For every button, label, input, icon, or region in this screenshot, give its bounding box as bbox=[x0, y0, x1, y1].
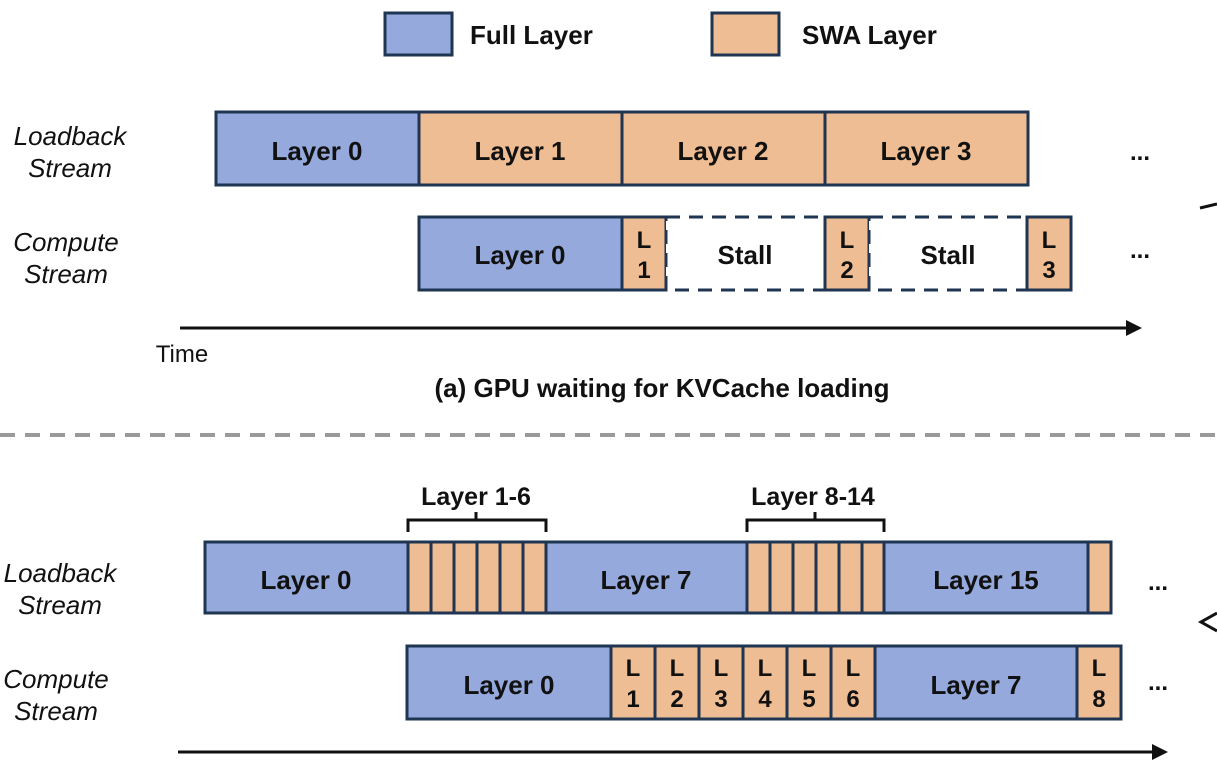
b-compute-layer7-block bbox=[873, 644, 1079, 721]
a-stall-1-label: Stall bbox=[718, 240, 773, 270]
b-load-layer15-label: Layer 15 bbox=[933, 565, 1039, 595]
b-swa-strip-3 bbox=[452, 540, 479, 615]
b-compute-l2-top: L bbox=[670, 655, 685, 682]
a-load-layer3-label: Layer 3 bbox=[880, 136, 971, 166]
b-brace-2-label: Layer 8-14 bbox=[751, 483, 875, 511]
b-compute-l5-bottom: 5 bbox=[802, 686, 815, 713]
a-loadback-label-1: Loadback bbox=[14, 121, 129, 151]
a-compute-l3-bottom: 3 bbox=[1042, 257, 1055, 284]
b-compute-l6-top: L bbox=[846, 655, 861, 682]
b-compute-label-2: Stream bbox=[14, 696, 98, 726]
b-compute-layer0-block bbox=[405, 644, 613, 721]
b-compute-l1-top: L bbox=[626, 655, 641, 682]
panel-a: Loadback Stream Compute Stream Layer 0 L… bbox=[13, 110, 1217, 403]
b-compute-l3-block bbox=[697, 644, 745, 721]
a-time-arrowhead bbox=[1126, 320, 1142, 336]
a-compute-layer0-block bbox=[417, 215, 624, 292]
a-time-label: Time bbox=[156, 341, 208, 368]
a-edge-mark bbox=[1199, 202, 1217, 210]
a-compute-l2-bottom: 2 bbox=[840, 257, 853, 284]
b-load-ellipsis: ... bbox=[1148, 569, 1168, 596]
b-load-layer7-block bbox=[544, 540, 749, 615]
b-swa-strip-tail bbox=[1086, 540, 1113, 615]
b-compute-l1-block bbox=[609, 644, 657, 721]
b-compute-l1-bottom: 1 bbox=[626, 686, 639, 713]
a-compute-l1-bottom: 1 bbox=[637, 257, 650, 284]
b-swa-strip-1 bbox=[406, 540, 433, 615]
b-time-arrowhead bbox=[1152, 744, 1168, 760]
b-compute-ellipsis: ... bbox=[1148, 669, 1168, 696]
b-swa-strip-6 bbox=[521, 540, 548, 615]
b-compute-label-1: Compute bbox=[3, 664, 109, 694]
b-compute-layer7-label: Layer 7 bbox=[930, 670, 1021, 700]
a-compute-label-1: Compute bbox=[13, 227, 119, 257]
b-compute-l2-block bbox=[653, 644, 701, 721]
b-load-layer7-label: Layer 7 bbox=[600, 565, 691, 595]
b-brace-1 bbox=[406, 512, 548, 532]
b-compute-l8-top: L bbox=[1092, 655, 1107, 682]
a-load-layer1-block bbox=[417, 110, 624, 187]
b-brace-2 bbox=[745, 512, 886, 532]
b-loadback-label-1: Loadback bbox=[4, 558, 119, 588]
b-compute-l2-bottom: 2 bbox=[670, 686, 683, 713]
b-compute-l5-top: L bbox=[802, 655, 817, 682]
b-compute-l8-block bbox=[1075, 644, 1123, 721]
panel-b: Loadback Stream Compute Stream Layer 1-6… bbox=[3, 483, 1217, 760]
legend-full-swatch bbox=[383, 11, 454, 57]
b-compute-layer0-label: Layer 0 bbox=[463, 670, 554, 700]
b-swa-strip-4 bbox=[475, 540, 502, 615]
b-compute-l6-bottom: 6 bbox=[846, 686, 859, 713]
a-compute-l2-block bbox=[823, 215, 871, 292]
a-compute-l1-top: L bbox=[637, 227, 652, 254]
b-compute-l3-bottom: 3 bbox=[714, 686, 727, 713]
b-edge-arrow bbox=[1197, 611, 1217, 633]
b-compute-l4-top: L bbox=[758, 655, 773, 682]
b-swa-strip-12 bbox=[837, 540, 864, 615]
a-load-layer2-block bbox=[620, 110, 827, 187]
a-compute-l3-top: L bbox=[1042, 227, 1057, 254]
a-stall-2-label: Stall bbox=[921, 240, 976, 270]
b-swa-strip-10 bbox=[791, 540, 818, 615]
b-load-layer0-label: Layer 0 bbox=[260, 565, 351, 595]
b-brace-1-label: Layer 1-6 bbox=[421, 483, 531, 511]
legend-swa-swatch bbox=[710, 11, 781, 57]
a-compute-layer0-label: Layer 0 bbox=[474, 240, 565, 270]
a-stall-1-block bbox=[664, 215, 827, 292]
b-compute-l8-bottom: 8 bbox=[1092, 686, 1105, 713]
b-swa-strip-8 bbox=[745, 540, 772, 615]
a-load-layer2-label: Layer 2 bbox=[677, 136, 768, 166]
a-load-layer0-block bbox=[214, 110, 421, 187]
b-load-layer0-block bbox=[203, 540, 410, 615]
legend-full-label: Full Layer bbox=[470, 20, 593, 50]
a-load-ellipsis: ... bbox=[1130, 139, 1150, 166]
legend-swa-label: SWA Layer bbox=[802, 20, 937, 50]
a-compute-l3-block bbox=[1025, 215, 1073, 292]
a-compute-ellipsis: ... bbox=[1130, 237, 1150, 264]
b-swa-strip-13 bbox=[860, 540, 886, 615]
b-compute-l4-bottom: 4 bbox=[758, 686, 772, 713]
b-compute-l6-block bbox=[829, 644, 877, 721]
b-swa-strip-5 bbox=[498, 540, 525, 615]
b-swa-strip-2 bbox=[429, 540, 456, 615]
a-loadback-label-2: Stream bbox=[28, 153, 112, 183]
a-compute-label-2: Stream bbox=[24, 259, 108, 289]
a-caption: (a) GPU waiting for KVCache loading bbox=[434, 373, 889, 403]
a-load-layer1-label: Layer 1 bbox=[474, 136, 565, 166]
b-swa-strip-11 bbox=[814, 540, 841, 615]
b-compute-l3-top: L bbox=[714, 655, 729, 682]
b-loadback-label-2: Stream bbox=[18, 590, 102, 620]
b-swa-strip-9 bbox=[768, 540, 795, 615]
a-stall-2-block bbox=[867, 215, 1030, 292]
a-load-layer3-block bbox=[823, 110, 1030, 187]
a-compute-l2-top: L bbox=[840, 227, 855, 254]
legend: Full Layer SWA Layer bbox=[383, 11, 937, 57]
a-load-layer0-label: Layer 0 bbox=[271, 136, 362, 166]
